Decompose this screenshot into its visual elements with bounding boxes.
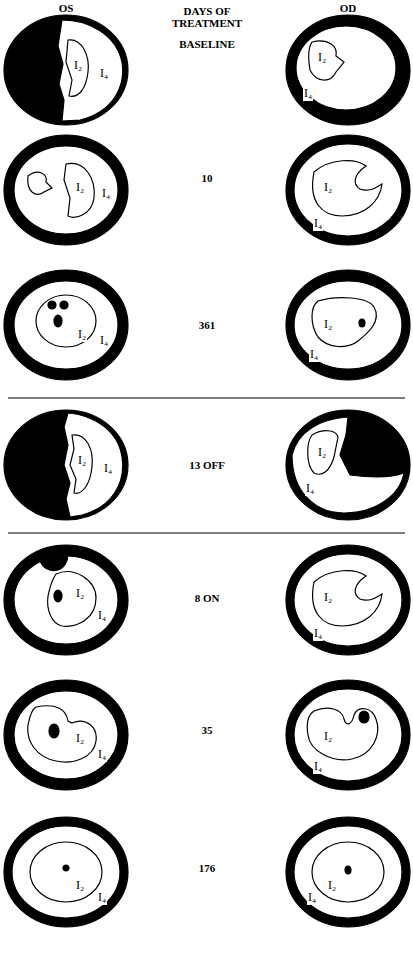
isopter-label: I₄: [101, 187, 111, 200]
isopter-label: I₄: [103, 462, 113, 475]
isopter-label: I₄: [99, 67, 109, 80]
visual-field: [286, 270, 410, 380]
row-label: 13 OFF: [189, 459, 225, 471]
visual-field: [286, 410, 410, 520]
visual-field: [4, 680, 128, 790]
isopter-label: I₂: [75, 732, 85, 745]
isopter-label: I₄: [97, 609, 107, 622]
isopter-label: I₄: [309, 348, 319, 361]
visual-field: [4, 15, 128, 125]
isopter-label: I₄: [303, 87, 313, 100]
isopter-label: I₂: [75, 879, 85, 892]
row-label: 10: [202, 172, 213, 184]
eye-label: OD: [340, 2, 357, 14]
visual-field: [4, 135, 128, 245]
isopter-label: I₂: [75, 587, 85, 600]
isopter-label: I₂: [323, 730, 333, 743]
isopter-label: I₄: [313, 217, 323, 230]
visual-field: [4, 545, 128, 655]
separator-line: [8, 397, 405, 398]
visual-field: [286, 817, 410, 927]
isopter-label: I₂: [323, 318, 333, 331]
isopter-label: I₂: [327, 879, 337, 892]
isopter-label: I₂: [317, 51, 327, 64]
row-label: 361: [199, 319, 216, 331]
row-label: 8 ON: [195, 592, 220, 604]
separator-line: [8, 532, 405, 533]
isopter-label: I₄: [307, 891, 317, 904]
isopter-label: I₂: [317, 446, 327, 459]
eye-label: OS: [59, 2, 74, 14]
isopter-label: I₄: [313, 760, 323, 773]
column-heading: DAYS OF TREATMENT: [159, 5, 255, 29]
isopter-label: I₄: [97, 891, 107, 904]
visual-field: [4, 270, 128, 380]
isopter-label: I₄: [99, 334, 109, 347]
isopter-label: I₂: [73, 59, 83, 72]
isopter-label: I₂: [75, 181, 85, 194]
isopter-label: I₂: [323, 181, 333, 194]
isopter-label: I₄: [313, 627, 323, 640]
isopter-label: I₄: [97, 748, 107, 761]
row-label: BASELINE: [179, 38, 235, 50]
visual-field: [4, 817, 128, 927]
row-label: 176: [199, 862, 216, 874]
isopter-label: I₂: [77, 328, 87, 341]
isopter-label: I₄: [305, 482, 315, 495]
visual-field: [286, 680, 410, 790]
visual-field: [286, 15, 410, 125]
isopter-label: I₂: [323, 591, 333, 604]
visual-field: [4, 410, 128, 520]
visual-field: [286, 135, 410, 245]
visual-field: [286, 545, 410, 655]
isopter-label: I₂: [77, 454, 87, 467]
row-label: 35: [202, 724, 213, 736]
